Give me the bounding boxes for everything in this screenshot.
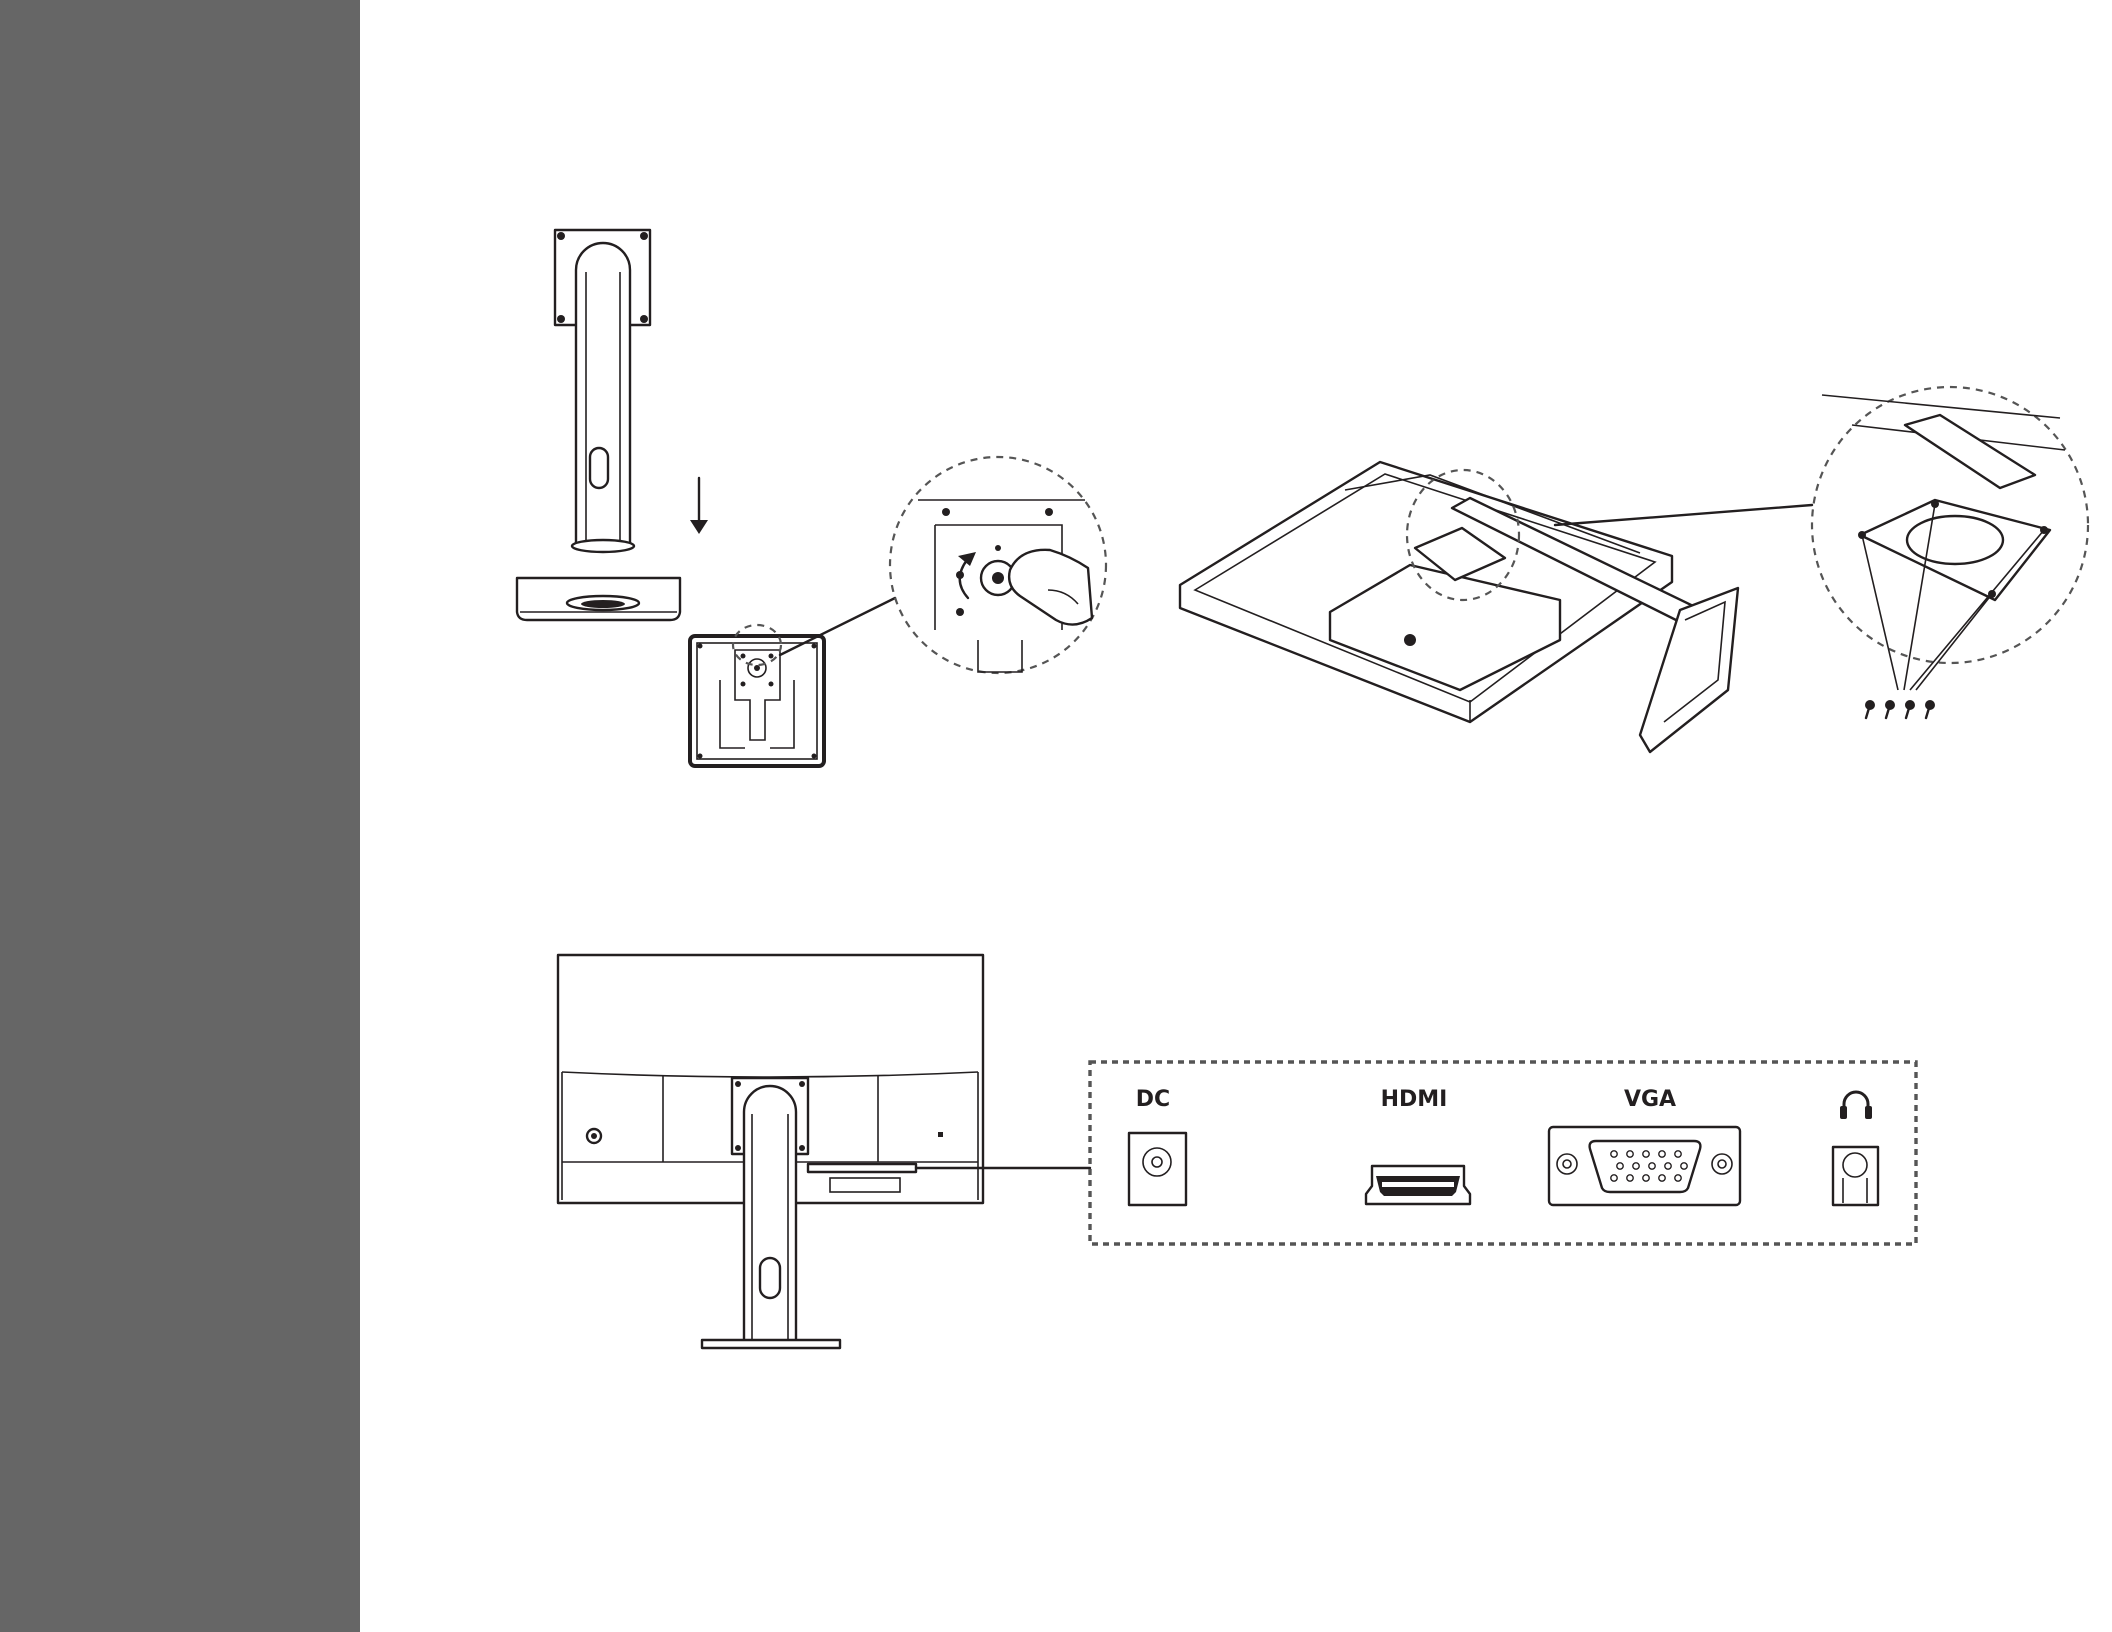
headphones-icon [1840,1092,1872,1119]
hdmi-port [1366,1166,1470,1204]
monitor-rear-figure [558,955,1090,1348]
rotate-arrow-icon [960,560,968,598]
vga-label: VGA [1624,1087,1676,1112]
base-underside [690,636,824,766]
dc-label: DC [1136,1087,1170,1112]
monitor-screw-figure [1180,387,2088,752]
screw-icons [1865,700,1935,718]
audio-jack-port [1833,1147,1878,1205]
cable-hole [590,448,608,488]
hdmi-label: HDMI [1381,1087,1448,1112]
dc-port [1129,1133,1186,1205]
stand-attach-figure [517,230,1106,766]
hand-illustration [1009,550,1092,625]
stand-column [576,243,630,545]
ports-panel [1090,1062,1916,1244]
vga-port [1549,1127,1740,1205]
